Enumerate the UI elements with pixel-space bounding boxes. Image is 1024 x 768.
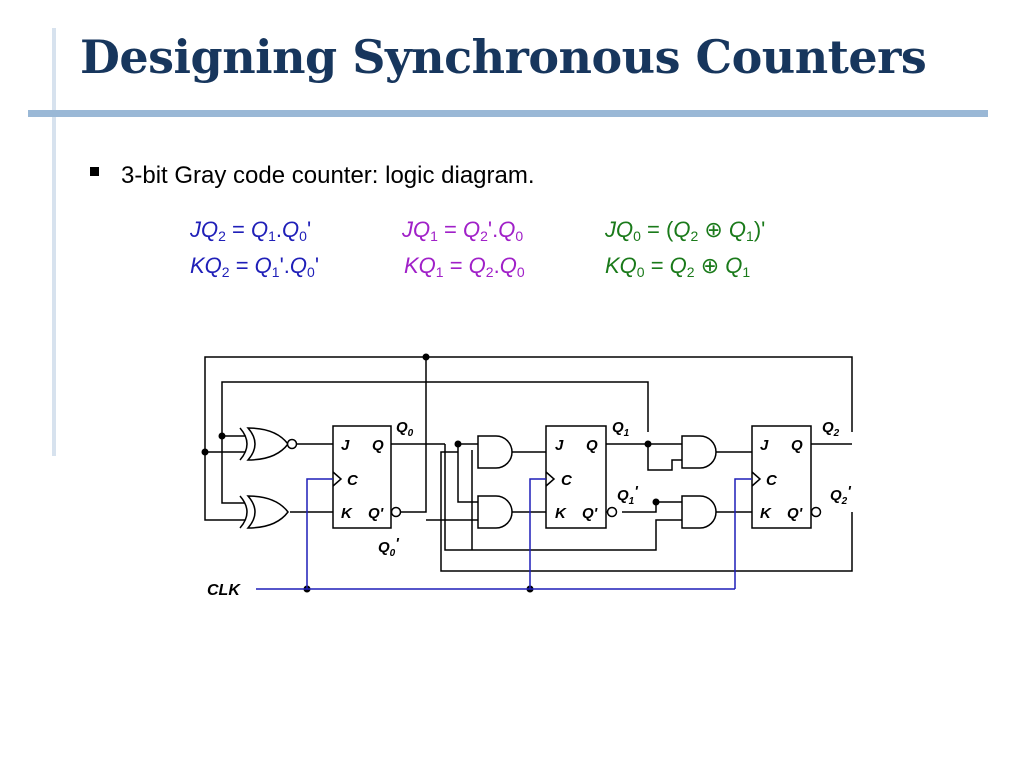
jk-flip-flop-2 [751, 425, 812, 529]
junction-dot [422, 353, 430, 361]
qbar-bubble-ff2 [810, 506, 822, 518]
wire-xor2-in-b [204, 452, 245, 521]
and-gate-k1 [477, 495, 513, 529]
wire-q1bar-to-k2 [622, 501, 682, 513]
ff2-pin-q: Q [791, 437, 803, 454]
ff2-pin-j: J [760, 437, 769, 454]
ff2-pin-c: C [766, 472, 778, 489]
qbar-bubble-ff0 [390, 506, 402, 518]
xor-gate-bottom-backcurve [239, 495, 248, 529]
equation-kq0: KQ0 = Q2 ⊕ Q1 [605, 253, 751, 280]
wire-q1-feedback [221, 381, 649, 436]
slide-title: Designing Synchronous Counters [80, 30, 927, 84]
ff0-pin-j: J [341, 437, 350, 454]
and-gate-k2 [681, 495, 717, 529]
clock-wire-ff2 [734, 478, 752, 589]
label-q1: Q1 [612, 419, 630, 439]
and-gate-j2 [681, 435, 717, 469]
equation-jq2: JQ2 = Q1.Q0' [190, 217, 312, 244]
clock-wire-ff1 [529, 478, 546, 589]
ff0-pin-q: Q [372, 437, 384, 454]
wire-q2bar-feedback [440, 451, 853, 572]
ff1-pin-j: J [555, 437, 564, 454]
ff2-pin-qbar: Q' [787, 505, 803, 522]
equation-jq1: JQ1 = Q2'.Q0 [402, 217, 524, 244]
label-q1bar: Q1' [617, 483, 638, 507]
xor-gate-bottom [246, 495, 289, 529]
junction-dot [201, 448, 209, 456]
wire-q0bar-loop [391, 357, 427, 513]
jk-flip-flop-0 [332, 425, 392, 529]
ff2-pin-k: K [760, 505, 772, 522]
label-q2: Q2 [822, 419, 840, 439]
and-gate-j1 [477, 435, 513, 469]
bullet-item: 3-bit Gray code counter: logic diagram. [90, 162, 535, 190]
clock-triangle-ff1 [545, 471, 556, 487]
qbar-bubble-ff1 [606, 506, 618, 518]
wire-q0-branch [457, 444, 478, 503]
ff0-pin-qbar: Q' [368, 505, 384, 522]
ff0-pin-c: C [347, 472, 359, 489]
clock-wire-ff0 [306, 478, 333, 589]
xor-gate-top-backcurve [239, 427, 248, 461]
label-q2bar: Q2' [830, 483, 851, 507]
equation-kq1: KQ1 = Q2.Q0 [404, 253, 525, 280]
junction-dot [644, 440, 652, 448]
label-q0: Q0 [396, 419, 414, 439]
ff1-pin-c: C [561, 472, 573, 489]
xor-inverter-bubble [286, 438, 298, 450]
clock-label: CLK [207, 582, 241, 599]
ff1-pin-qbar: Q' [582, 505, 598, 522]
junction-dot [652, 498, 660, 506]
jk-flip-flop-1 [545, 425, 607, 529]
junction-dot [454, 440, 462, 448]
junction-dot [218, 432, 226, 440]
wire-xor2-in-a [221, 436, 245, 504]
title-underline-bar [28, 110, 988, 117]
clock-triangle-ff2 [751, 471, 762, 487]
ff1-pin-q: Q [586, 437, 598, 454]
wire-q2-feedback [204, 356, 853, 452]
wire-q1-to-j2 [647, 444, 682, 471]
wire-q0-to-gates2 [444, 444, 682, 551]
clock-triangle-ff0 [332, 471, 343, 487]
label-q0bar: Q0' [378, 535, 399, 559]
left-accent-bar [52, 28, 56, 456]
square-bullet-icon [90, 167, 99, 177]
ff1-pin-k: K [555, 505, 567, 522]
equation-jq0: JQ0 = (Q2 ⊕ Q1)' [605, 217, 766, 244]
bullet-text: 3-bit Gray code counter: logic diagram. [121, 162, 535, 189]
xor-gate-top [246, 427, 289, 461]
ff0-pin-k: K [341, 505, 353, 522]
equation-kq2: KQ2 = Q1'.Q0' [190, 253, 320, 280]
